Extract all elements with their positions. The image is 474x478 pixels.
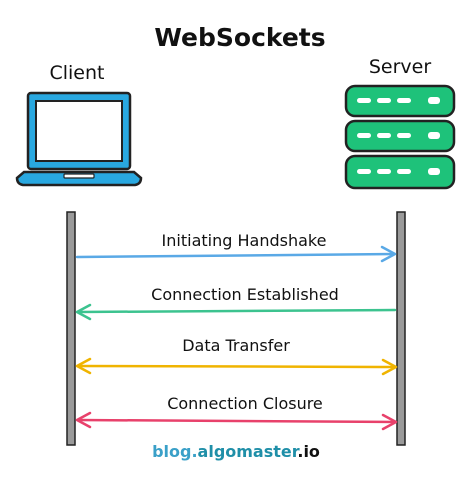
server-rack-icon (344, 84, 456, 190)
brand-name: algomaster (198, 442, 300, 461)
message-label-data-transfer: Data Transfer (182, 336, 290, 355)
arrow-connection-closure (75, 411, 398, 431)
message-label-connection-established: Connection Established (151, 285, 339, 304)
laptop-icon (15, 91, 143, 187)
brand-suffix: .io (297, 442, 320, 461)
client-lifeline (66, 211, 76, 446)
brand-prefix: blog. (152, 442, 197, 461)
message-label-connection-closure: Connection Closure (167, 394, 323, 413)
client-label: Client (49, 62, 104, 84)
arrow-connection-established (75, 303, 397, 321)
brand-link[interactable]: blog.algomaster.io (152, 442, 320, 461)
arrow-initiating-handshake (75, 245, 397, 263)
diagram-title: WebSockets (154, 23, 325, 52)
server-lifeline (396, 211, 406, 446)
arrow-data-transfer (75, 357, 398, 376)
server-label: Server (369, 56, 431, 78)
message-label-initiating-handshake: Initiating Handshake (162, 231, 327, 250)
